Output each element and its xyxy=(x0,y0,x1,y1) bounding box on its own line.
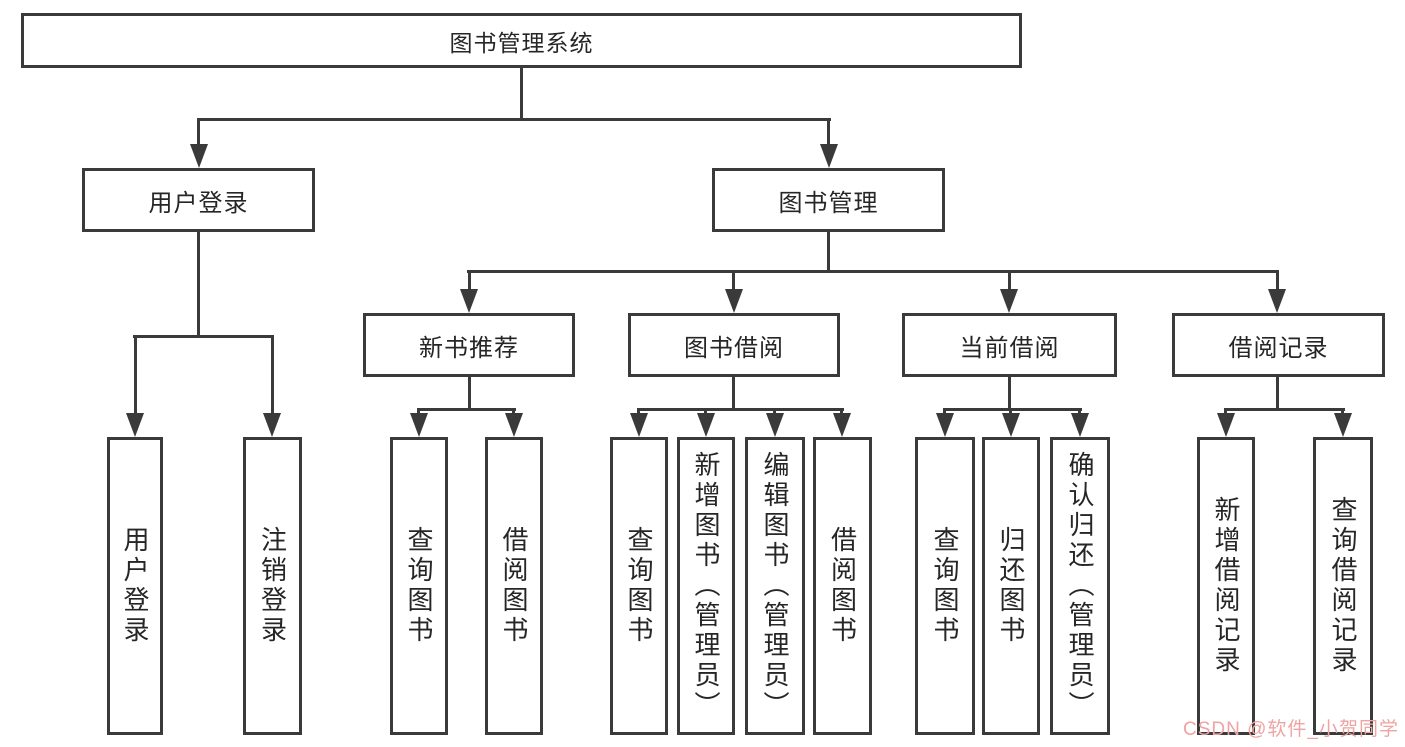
node-current-borrow-label: 当前借阅 xyxy=(959,334,1060,362)
arrow-down-icon xyxy=(1217,413,1235,437)
leaf-confirm-return-admin-label: 确认归还（管理员） xyxy=(1065,451,1095,721)
connector-line xyxy=(197,232,200,337)
leaf-borrow-books-label: 借阅图书 xyxy=(827,526,858,646)
watermark-text: CSDN @软件_小贺同学 xyxy=(1183,719,1399,740)
leaf-add-books-admin: 新增图书（管理员） xyxy=(677,437,735,735)
connector-line xyxy=(134,335,137,416)
arrow-down-icon xyxy=(460,289,478,313)
leaf-return-books-label: 归还图书 xyxy=(996,526,1026,646)
connector-line xyxy=(271,335,274,416)
arrow-down-icon xyxy=(1071,413,1089,437)
arrow-down-icon xyxy=(833,413,851,437)
node-new-book-recommend: 新书推荐 xyxy=(363,313,575,377)
connector-line xyxy=(468,270,471,292)
leaf-add-books-admin-label: 新增图书（管理员） xyxy=(691,451,721,721)
arrow-down-icon xyxy=(190,144,208,168)
leaf-edit-books-admin-label: 编辑图书（管理员） xyxy=(760,451,790,721)
connector-line xyxy=(520,68,523,120)
leaf-add-borrow-record-label: 新增借阅记录 xyxy=(1211,496,1241,676)
leaf-confirm-return-admin: 确认归还（管理员） xyxy=(1050,437,1110,735)
connector-line xyxy=(732,270,735,292)
leaf-current-query-books-label: 查询图书 xyxy=(930,526,960,646)
arrow-down-icon xyxy=(1000,289,1018,313)
connector-line xyxy=(1008,377,1011,411)
leaf-recommend-borrow-books-label: 借阅图书 xyxy=(499,526,529,646)
node-user-login-label: 用户登录 xyxy=(148,189,249,217)
connector-line xyxy=(1276,377,1279,411)
arrow-down-icon xyxy=(1002,413,1020,437)
connector-line xyxy=(133,335,274,338)
node-book-management-label: 图书管理 xyxy=(778,189,879,217)
leaf-return-books: 归还图书 xyxy=(982,437,1040,735)
arrow-down-icon xyxy=(630,413,648,437)
connector-line xyxy=(943,408,1082,411)
leaf-add-borrow-record: 新增借阅记录 xyxy=(1197,437,1255,735)
arrow-down-icon xyxy=(725,289,743,313)
leaf-user-login-label: 用户登录 xyxy=(120,526,150,646)
leaf-logout-label: 注销登录 xyxy=(257,526,288,646)
connector-line xyxy=(197,118,831,121)
arrow-down-icon xyxy=(766,413,784,437)
node-user-login: 用户登录 xyxy=(82,168,315,232)
node-book-management: 图书管理 xyxy=(712,168,945,232)
arrow-down-icon xyxy=(1268,289,1286,313)
connector-line xyxy=(827,232,830,273)
node-borrow-records-label: 借阅记录 xyxy=(1228,334,1329,362)
connector-line xyxy=(732,377,735,411)
connector-line xyxy=(1008,270,1011,292)
leaf-borrow-query-books-label: 查询图书 xyxy=(624,526,654,646)
node-library-system: 图书管理系统 xyxy=(21,13,1022,68)
connector-line xyxy=(827,118,830,146)
connector-line xyxy=(1276,270,1279,292)
leaf-recommend-borrow-books: 借阅图书 xyxy=(485,437,543,735)
node-book-borrow: 图书借阅 xyxy=(628,313,840,377)
arrow-down-icon xyxy=(697,413,715,437)
leaf-user-login: 用户登录 xyxy=(107,437,163,735)
node-borrow-records: 借阅记录 xyxy=(1172,313,1385,377)
node-current-borrow: 当前借阅 xyxy=(902,313,1117,377)
arrow-down-icon xyxy=(263,413,281,437)
leaf-logout: 注销登录 xyxy=(243,437,302,735)
arrow-down-icon xyxy=(505,413,523,437)
leaf-borrow-query-books: 查询图书 xyxy=(610,437,668,735)
node-library-system-label: 图书管理系统 xyxy=(449,29,594,56)
arrow-down-icon xyxy=(126,413,144,437)
arrow-down-icon xyxy=(410,413,428,437)
leaf-query-borrow-record: 查询借阅记录 xyxy=(1313,437,1373,735)
leaf-recommend-query-books: 查询图书 xyxy=(390,437,448,735)
connector-line xyxy=(197,118,200,146)
leaf-recommend-query-books-label: 查询图书 xyxy=(404,526,434,646)
connector-line xyxy=(467,270,1279,273)
leaf-current-query-books: 查询图书 xyxy=(915,437,975,735)
node-new-book-recommend-label: 新书推荐 xyxy=(419,334,519,362)
leaf-borrow-books: 借阅图书 xyxy=(813,437,872,735)
leaf-query-borrow-record-label: 查询借阅记录 xyxy=(1328,496,1358,676)
node-book-borrow-label: 图书借阅 xyxy=(684,334,784,362)
connector-line xyxy=(637,408,844,411)
arrow-down-icon xyxy=(1334,413,1352,437)
connector-line xyxy=(1224,408,1345,411)
leaf-edit-books-admin: 编辑图书（管理员） xyxy=(745,437,805,735)
arrow-down-icon xyxy=(936,413,954,437)
connector-line xyxy=(417,408,516,411)
arrow-down-icon xyxy=(820,144,838,168)
connector-line xyxy=(468,377,471,411)
